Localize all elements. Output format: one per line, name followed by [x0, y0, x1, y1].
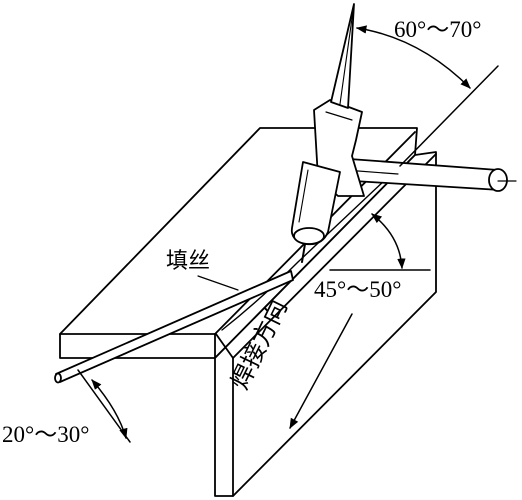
angle-annotations	[77, 25, 499, 443]
welding-torch	[290, 3, 517, 263]
angle-torch-side-label: 45°～50°	[314, 277, 402, 302]
filler-wire-label: 填丝	[166, 248, 211, 273]
weld-seam	[221, 179, 386, 331]
angle-filler-label: 20°～30°	[2, 422, 90, 447]
filler-wire-rod	[54, 270, 294, 384]
angle-torch-top-label: 60°～70°	[394, 17, 482, 42]
